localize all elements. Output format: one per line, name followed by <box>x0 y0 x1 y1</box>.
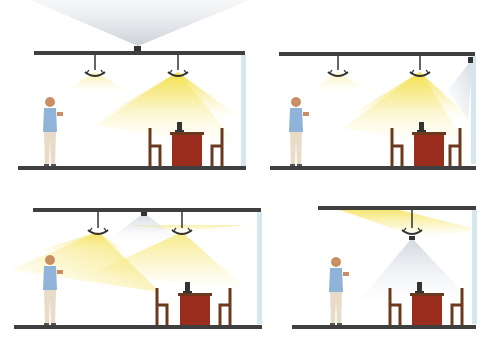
person-figure <box>329 257 349 325</box>
floor <box>18 166 246 170</box>
ceiling <box>279 52 475 56</box>
window <box>471 56 476 164</box>
floor <box>292 325 476 329</box>
ceiling-sensor-icon <box>141 212 147 216</box>
sensor-beam <box>360 238 470 300</box>
panel-bottom-left <box>10 208 262 329</box>
desk-and-chairs <box>157 282 230 325</box>
wall-sensor-icon <box>468 57 473 63</box>
person-figure <box>43 97 63 166</box>
pendant-lamp-icon <box>88 212 108 234</box>
ceiling <box>34 51 245 55</box>
panel-top-left <box>18 46 246 170</box>
floor <box>270 166 476 170</box>
ceiling-sensor-icon <box>409 236 415 240</box>
ceiling <box>33 208 261 212</box>
window <box>472 210 477 324</box>
panel-bottom-right <box>292 206 480 329</box>
floor <box>14 325 262 329</box>
ceiling-sensor-icon <box>134 46 141 51</box>
person-figure <box>289 97 309 166</box>
panel-top-right <box>270 52 476 170</box>
window <box>241 55 246 167</box>
upper-sensor-cone <box>30 0 250 46</box>
ceiling <box>318 206 476 210</box>
window <box>257 212 262 324</box>
